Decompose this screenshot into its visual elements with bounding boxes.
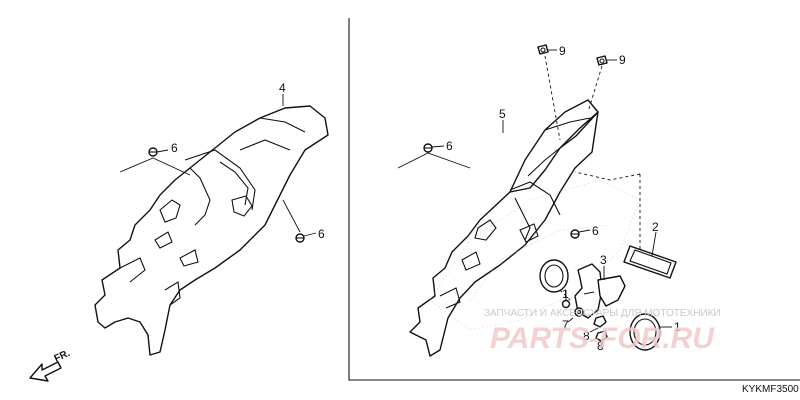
license-bracket-3 [574,263,626,319]
label-6-left-upper: 6 [171,141,178,155]
label-7: 7 [562,318,569,332]
nut-8-bottom [595,330,608,342]
front-direction-arrow: FR. [29,348,72,382]
bolt-6-left-upper [148,147,158,157]
label-2: 2 [652,220,659,234]
label-6-left-lower: 6 [318,227,325,241]
front-direction-label: FR. [53,348,72,365]
bolt-6-right-upper [423,143,433,153]
bolt-6-right-lower [570,229,580,239]
nut-1-small [561,299,571,309]
label-4: 4 [279,81,286,95]
watermark-caption: ЗАПЧАСТИ И АКСЕССУАРЫ ДЛЯ МОТОТЕХНИКИ [484,308,721,319]
rear-fender-left [94,105,329,356]
reflector-plate-2 [623,245,677,279]
round-reflector-1 [629,313,661,351]
rear-fender-right [409,99,599,357]
watermark-logo [429,179,641,331]
label-1-bottom: 1 [674,320,681,334]
label-1-top: 1 [562,287,569,301]
label-9-left: 9 [559,44,566,58]
washer-7 [574,307,584,317]
bolt-9-right [596,55,608,66]
grommet [539,259,569,293]
bolt-6-left-lower [295,233,305,243]
nut-8-top [593,315,607,328]
drawing-code: KYKMF3500 [742,384,799,395]
label-6-right-upper: 6 [446,139,453,153]
label-5: 5 [499,107,506,121]
label-8-bottom: 8 [597,339,604,353]
label-8-top: 8 [583,329,590,343]
watermark-brand: PARTS-FOR.RU [490,322,715,355]
label-3: 3 [600,253,607,267]
bolt-9-left [537,44,549,55]
label-6-right-lower: 6 [592,224,599,238]
label-9-right: 9 [619,53,626,67]
assembly-frame [348,18,800,381]
